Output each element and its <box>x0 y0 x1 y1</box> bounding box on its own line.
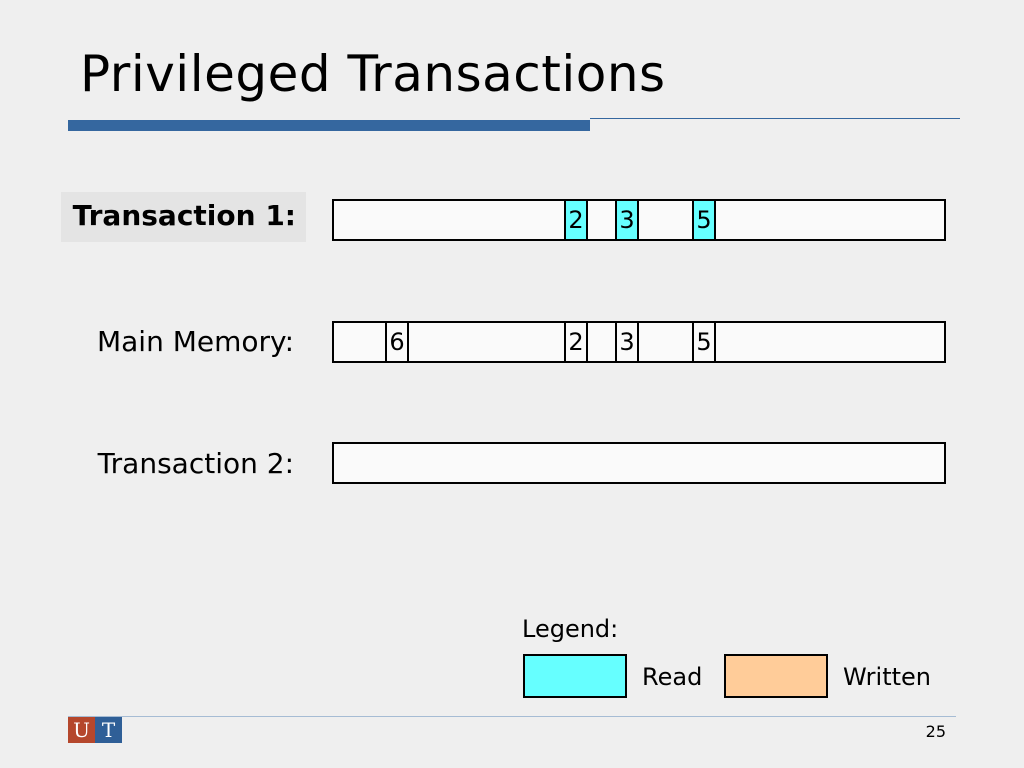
main-memory-cell-3: 3 <box>615 321 639 363</box>
legend-title: Legend: <box>522 615 619 643</box>
university-logo: U T <box>68 717 122 743</box>
transaction-1-label: Transaction 1: <box>60 192 306 242</box>
logo-u-block: U <box>68 717 95 743</box>
logo-t-block: T <box>95 717 122 743</box>
main-memory-cell-6: 6 <box>385 321 409 363</box>
footer-divider <box>68 716 956 717</box>
transaction-2-label: Transaction 2: <box>97 447 294 480</box>
title-underline-thin <box>590 118 960 119</box>
transaction-1-cell-2: 2 <box>564 199 588 241</box>
transaction-1-cell-3: 3 <box>615 199 639 241</box>
main-memory-label: Main Memory: <box>96 325 294 358</box>
legend-read-label: Read <box>642 663 703 691</box>
legend-written-swatch <box>724 654 828 698</box>
main-memory-bar: 6 2 3 5 <box>332 321 946 363</box>
transaction-2-memory-bar <box>332 442 946 484</box>
slide-title: Privileged Transactions <box>80 45 666 103</box>
page-number: 25 <box>925 722 946 741</box>
main-memory-cell-2: 2 <box>564 321 588 363</box>
transaction-1-memory-bar: 2 3 5 <box>332 199 946 241</box>
title-underline-thick <box>68 120 590 131</box>
legend-written-label: Written <box>843 663 931 691</box>
transaction-1-cell-5: 5 <box>692 199 716 241</box>
legend-read-swatch <box>523 654 627 698</box>
main-memory-cell-5: 5 <box>692 321 716 363</box>
